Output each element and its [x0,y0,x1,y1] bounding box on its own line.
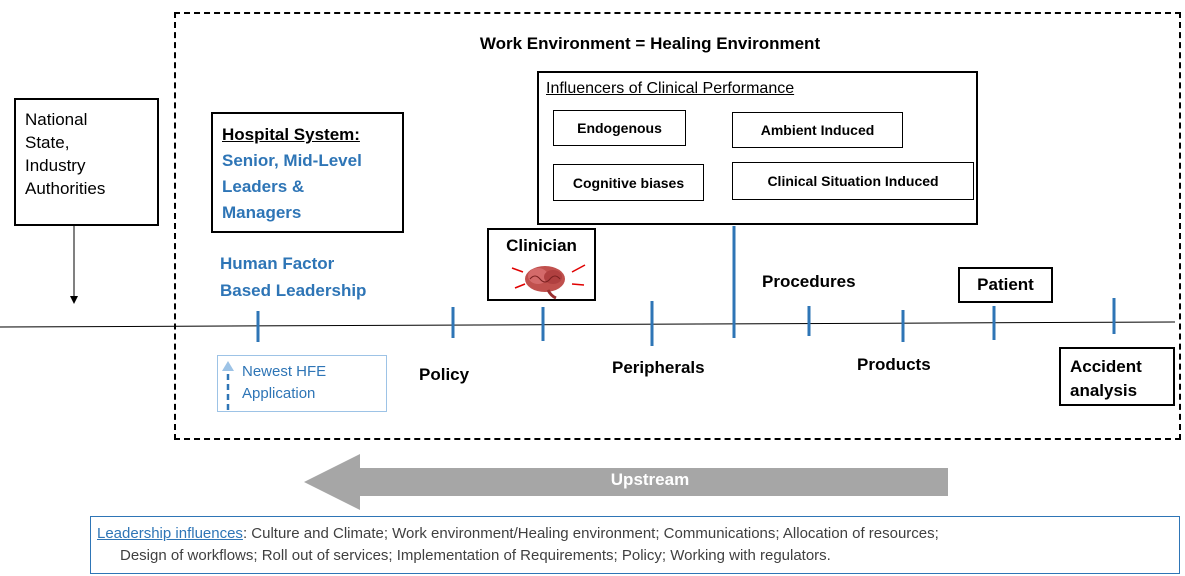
authorities-line: National [25,110,88,129]
hospital-line: Senior, Mid-Level [222,151,362,170]
newest-line: Application [242,385,316,402]
patient-box: Patient [958,267,1053,303]
hospital-line: Managers [222,203,302,222]
brain-icon [525,266,565,300]
accident-line: analysis [1070,381,1138,400]
leadership-influences-link: Leadership influences [97,525,243,542]
brain-arrows [511,264,586,289]
hf-leadership-line: Based Leadership [220,281,367,300]
peripherals-label: Peripherals [612,358,705,377]
hospital-line: Leaders & [222,177,305,196]
work-environment-frame [174,12,1181,440]
newest-line: Newest HFE [242,363,327,380]
newest-arrow-head [222,361,234,371]
authorities-box: National State, Industry Authorities [14,98,159,226]
upstream-label: Upstream [610,470,690,489]
influencer-cognitive: Cognitive biases [553,164,704,201]
influencer-endogenous: Endogenous [553,110,686,146]
procedures-label: Procedures [762,272,856,291]
footer-line-2: Design of workflows; Roll out of service… [120,547,831,564]
timeline-line [0,321,1176,328]
newest-hfe-box: Newest HFE Application [217,355,387,412]
footer-line-1: Leadership influences: Culture and Clima… [97,523,1179,545]
diagram-title: Work Environment = Healing Environment [479,34,821,53]
upstream-arrow [304,454,948,510]
leadership-influences-box: Leadership influences: Culture and Clima… [90,516,1180,574]
accident-line: Accident [1070,357,1142,376]
influencer-clinical-situation: Clinical Situation Induced [732,162,974,200]
influencer-ambient: Ambient Induced [732,112,903,148]
policy-label: Policy [419,365,470,384]
hospital-heading: Hospital System: [222,125,360,144]
accident-analysis-box: Accident analysis [1059,347,1175,406]
hospital-system-box: Hospital System: Senior, Mid-Level Leade… [211,112,404,233]
clinician-label: Clinician [506,236,577,255]
influencers-title: Influencers of Clinical Performance [546,80,795,97]
hf-leadership-label: Human Factor Based Leadership [220,250,366,304]
products-label: Products [857,355,931,374]
authorities-line: Industry [25,156,86,175]
footer-line-1-rest: : Culture and Climate; Work environment/… [242,525,939,542]
authorities-line: State, [25,133,70,152]
authorities-line: Authorities [25,179,106,198]
hf-leadership-line: Human Factor [220,254,335,273]
